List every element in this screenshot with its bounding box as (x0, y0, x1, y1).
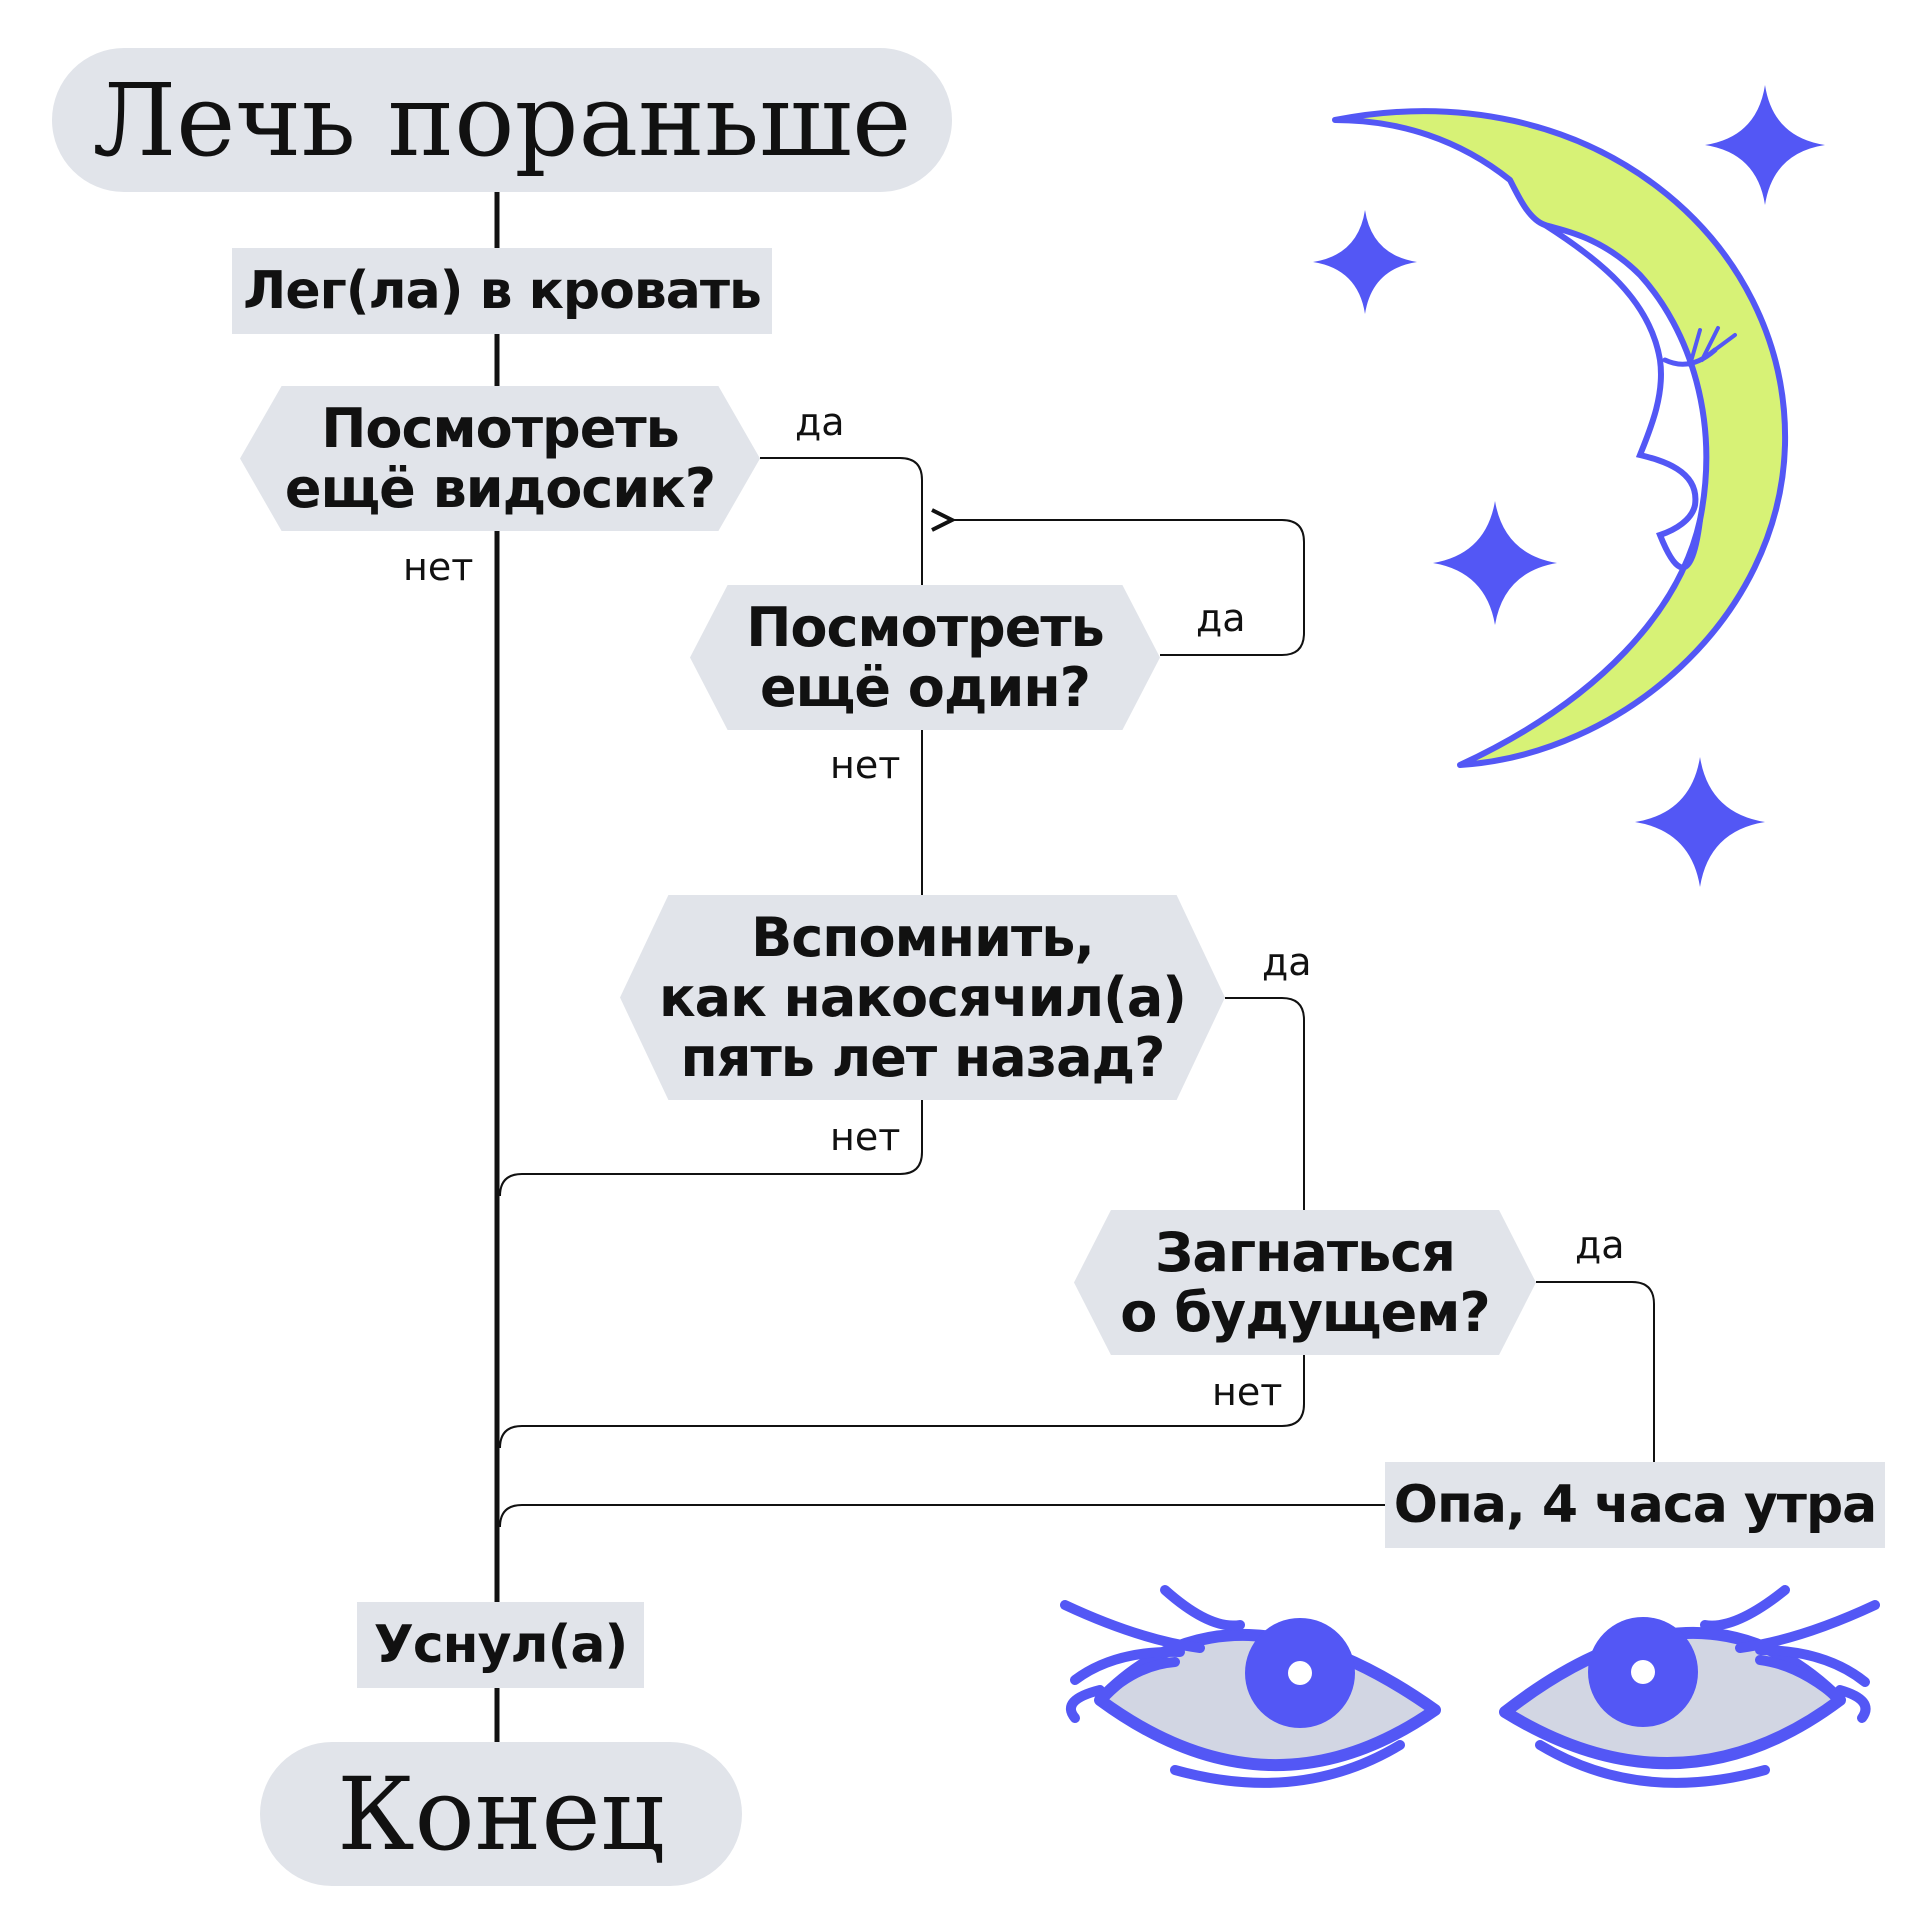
moon-face-profile (1542, 222, 1703, 571)
yes-label-another: да (1196, 596, 1246, 640)
yes-label-remember: да (1262, 940, 1312, 984)
decision-another-label: Посмотреть ещё один? (746, 595, 1105, 719)
star-icon (1635, 757, 1765, 887)
yes-another-loop (952, 520, 1305, 656)
yes-future-connector (1536, 1281, 1655, 1462)
left-eye-icon (1060, 1585, 1441, 1788)
start-node: Лечь пораньше (52, 48, 952, 192)
no-future-connector (499, 1350, 1305, 1449)
lay-down-label: Лег(ла) в кровать (243, 261, 762, 321)
decision-future-label: Загнаться о будущем? (1120, 1220, 1490, 1344)
no-remember-connector (499, 1100, 923, 1197)
end-node: Конец (260, 1742, 742, 1886)
star-icon (1705, 85, 1825, 205)
no-label-remember: нет (830, 1115, 901, 1159)
lay-down-node: Лег(ла) в кровать (232, 248, 772, 334)
decision-video-label: Посмотреть ещё видосик? (284, 396, 716, 520)
four-am-label: Опа, 4 часа утра (1393, 1475, 1878, 1535)
start-label: Лечь пораньше (92, 61, 912, 179)
asleep-label: Уснул(а) (373, 1615, 628, 1675)
end-label: Конец (337, 1755, 665, 1873)
eyes-icon (1060, 1585, 1880, 1788)
stars (1313, 85, 1825, 887)
decision-another-node: Посмотреть ещё один? (690, 585, 1160, 730)
yes-remember-connector (1225, 997, 1305, 1210)
decision-remember-label: Вспомнить, как накосячил(а) пять лет наз… (659, 905, 1187, 1089)
no-label-video: нет (403, 545, 474, 589)
four-am-node: Опа, 4 часа утра (1385, 1462, 1885, 1548)
decision-video-node: Посмотреть ещё видосик? (240, 386, 760, 531)
four-am-connector (499, 1504, 1385, 1528)
decision-future-node: Загнаться о будущем? (1074, 1210, 1536, 1355)
no-label-another: нет (830, 743, 901, 787)
yes-label-future: да (1575, 1223, 1625, 1267)
yes-video-connector (760, 457, 923, 585)
star-icon (1313, 210, 1417, 314)
asleep-node: Уснул(а) (357, 1602, 644, 1688)
no-label-future: нет (1212, 1370, 1283, 1414)
yes-label-video: да (795, 400, 845, 444)
right-eye-icon (1499, 1585, 1880, 1788)
decision-remember-node: Вспомнить, как накосячил(а) пять лет наз… (620, 895, 1225, 1100)
moon-icon (1332, 108, 1789, 768)
star-icon (1433, 501, 1557, 625)
